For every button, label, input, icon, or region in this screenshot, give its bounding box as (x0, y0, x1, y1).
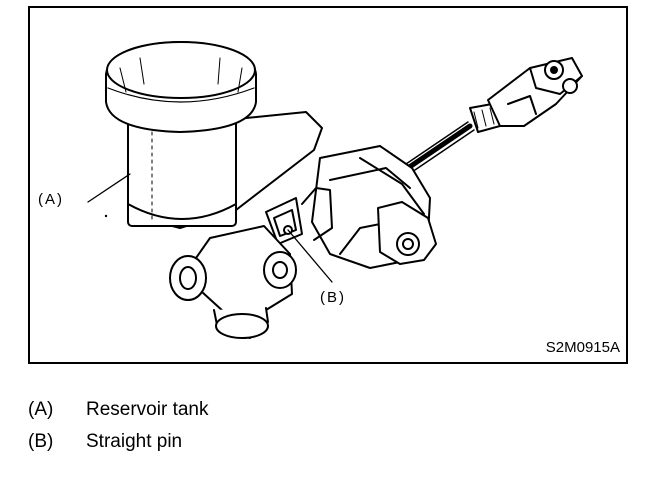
push-rod (405, 103, 501, 173)
legend: (A) Reservoir tank (B) Straight pin (28, 394, 209, 458)
clutch-master-cylinder-illustration (87, 41, 583, 339)
outlet-fittings (169, 187, 333, 339)
legend-text: Straight pin (86, 431, 183, 452)
clevis (487, 57, 583, 127)
leader-line-a (87, 173, 131, 203)
callout-a-label: (A) (38, 191, 64, 208)
speck (104, 214, 108, 218)
figure-code: S2M0915A (545, 339, 620, 356)
mounting-flange (377, 201, 437, 265)
leader-line-b (287, 229, 333, 283)
legend-key: (B) (28, 431, 54, 452)
pin-bracket (265, 197, 303, 245)
legend-item: (A) Reservoir tank (28, 394, 209, 426)
reservoir-tank (127, 109, 323, 229)
legend-key: (A) (28, 399, 54, 420)
figure-frame: (A) (B) S2M0915A (28, 6, 628, 364)
reservoir-cap (105, 41, 257, 133)
legend-text: Reservoir tank (86, 399, 209, 420)
legend-item: (B) Straight pin (28, 426, 209, 458)
callout-b-label: (B) (320, 289, 346, 306)
